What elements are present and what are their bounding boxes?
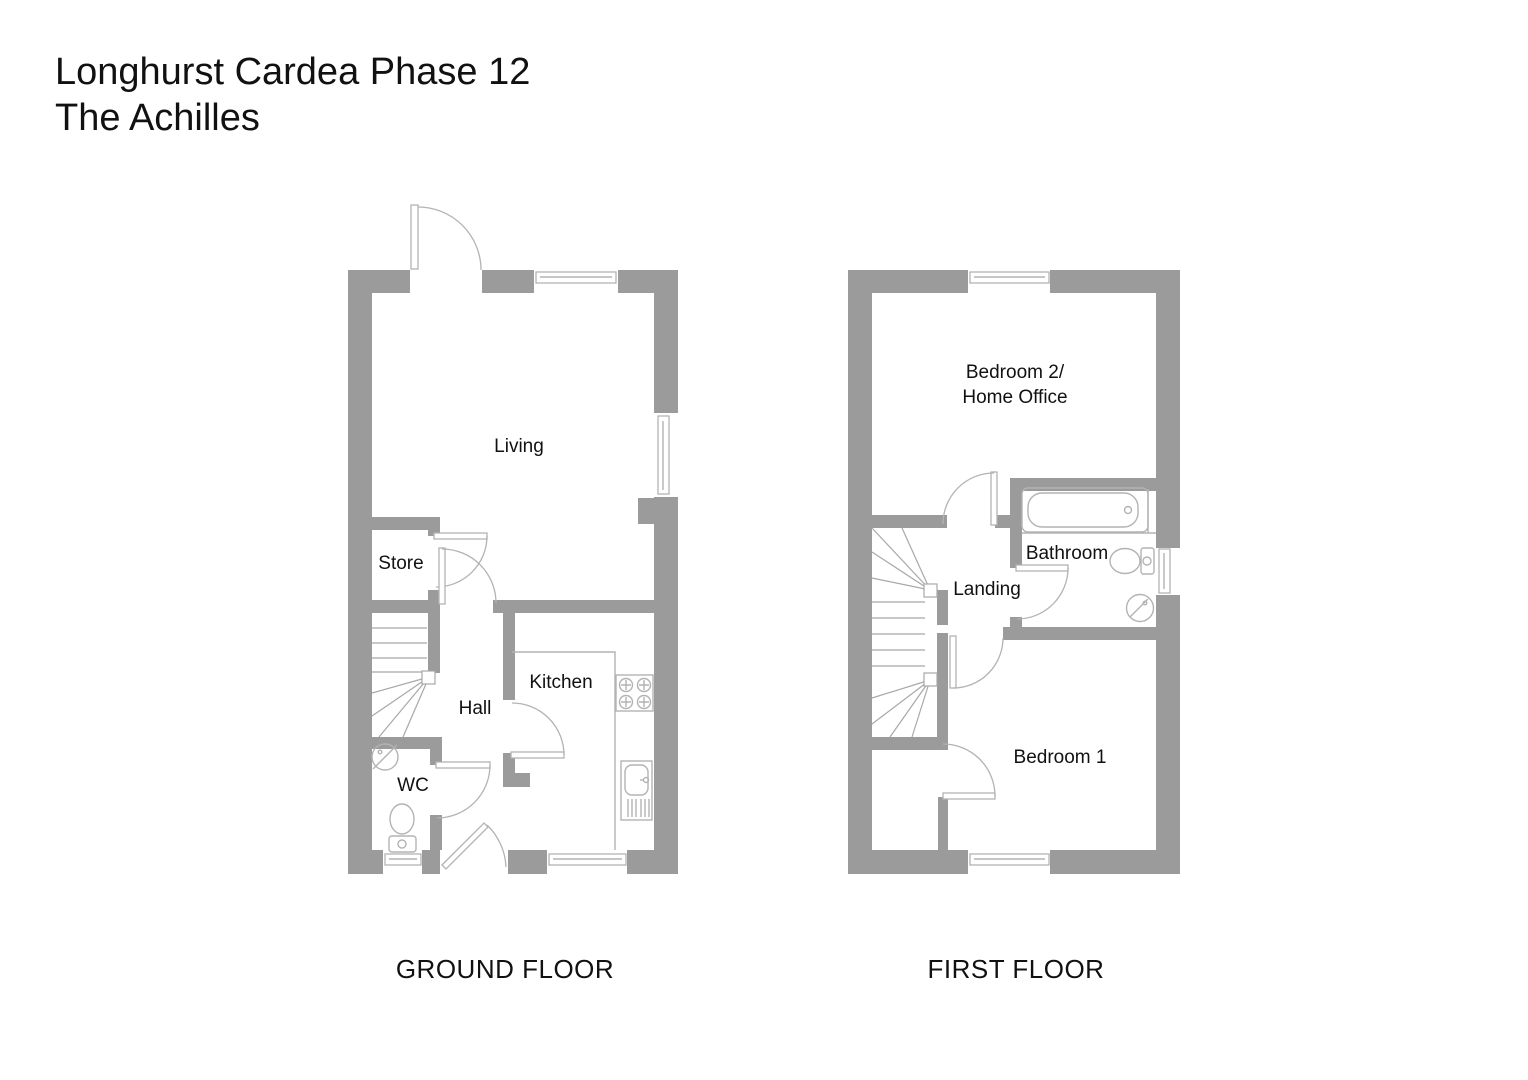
worktop-icon <box>512 651 616 850</box>
staircase-icon <box>871 527 938 738</box>
window-icon <box>384 853 422 866</box>
window-icon <box>535 271 617 284</box>
room-label-kitchen: Kitchen <box>529 672 592 693</box>
entrance-door-icon <box>410 204 482 271</box>
room-label-bathroom: Bathroom <box>1026 543 1108 564</box>
room-label-hall: Hall <box>459 698 492 719</box>
hob-icon <box>615 674 654 712</box>
room-label-landing: Landing <box>953 579 1021 600</box>
living-door-icon <box>438 547 497 605</box>
wc-door-icon <box>435 761 491 819</box>
room-label-store: Store <box>378 553 423 574</box>
first-floor-plan: Bedroom 2/ Home Office Bathroom Landing … <box>848 270 1180 984</box>
basin-icon <box>371 743 399 771</box>
first-floor-windows <box>969 271 1171 866</box>
window-icon <box>969 853 1050 866</box>
bedroom2-door-icon <box>942 471 998 526</box>
room-label-living: Living <box>494 436 544 457</box>
window-icon <box>969 271 1050 284</box>
window-icon <box>548 853 627 866</box>
ground-floor-plan: Living Store Hall Kitchen WC GROUND FLOO… <box>348 204 678 984</box>
bathroom-door-icon <box>1015 564 1069 620</box>
first-floor-walls <box>848 270 1180 874</box>
room-label-bedroom1: Bedroom 1 <box>1014 747 1107 768</box>
kitchen-door-icon <box>510 702 565 759</box>
staircase-icon <box>371 627 436 738</box>
rear-door-icon <box>441 822 507 870</box>
basin-icon <box>1125 593 1155 623</box>
cupboard-door-icon <box>942 743 996 800</box>
room-label-bedroom2-line1: Bedroom 2/ <box>966 362 1065 383</box>
ground-floor-doors <box>410 204 565 870</box>
bedroom1-door-icon <box>949 635 1004 689</box>
first-floor-caption: FIRST FLOOR <box>928 954 1105 984</box>
toilet-icon <box>388 803 417 853</box>
room-label-bedroom2-line2: Home Office <box>962 387 1067 408</box>
sink-drainer-icon <box>620 760 653 821</box>
window-icon <box>1158 548 1171 594</box>
plan-title-line1: Longhurst Cardea Phase 12 <box>55 51 530 93</box>
plan-title-line2: The Achilles <box>55 97 260 139</box>
ground-floor-walls <box>348 270 678 874</box>
bathtub-icon <box>1021 487 1156 534</box>
ground-floor-windows <box>384 271 670 866</box>
first-floor-doors <box>942 471 1069 800</box>
ground-floor-caption: GROUND FLOOR <box>396 954 614 984</box>
toilet-icon <box>1109 547 1155 575</box>
window-icon <box>657 415 670 495</box>
room-label-wc: WC <box>397 775 429 796</box>
